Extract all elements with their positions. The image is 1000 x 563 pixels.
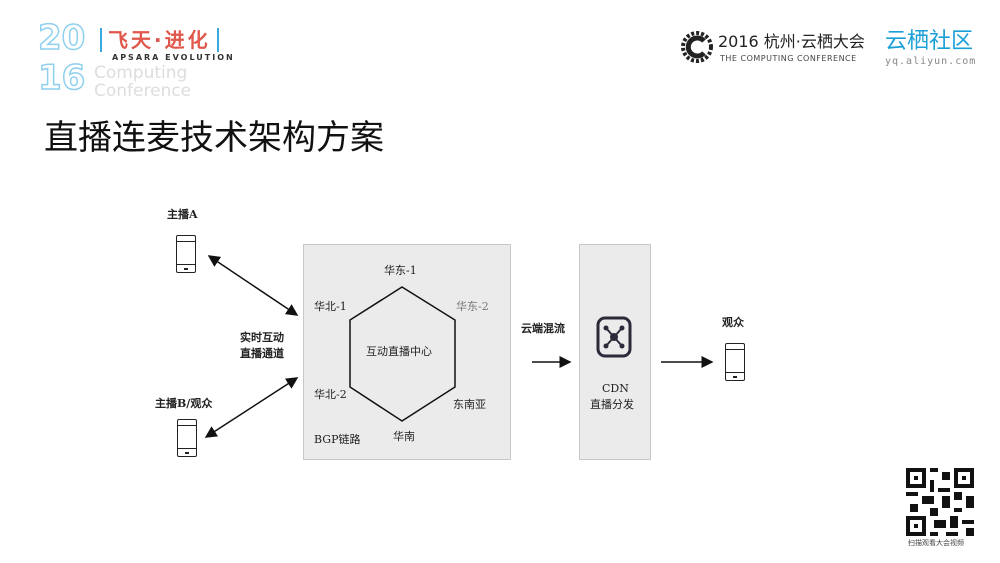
- slide-title: 直播连麦技术架构方案: [44, 118, 384, 158]
- cdn-label-2: 直播分发: [590, 398, 634, 411]
- logo-faded-1: Computing: [94, 63, 188, 83]
- logo-year-top: 20: [37, 18, 86, 58]
- node-south: 华南: [393, 430, 415, 443]
- cdn-label-1: CDN: [602, 382, 629, 395]
- bgp-label: BGP链路: [314, 433, 361, 446]
- logo-year-bottom: 16: [37, 58, 86, 98]
- node-north2: 华北-2: [314, 388, 347, 401]
- anchor-b-arrow: [204, 377, 299, 438]
- node-north1: 华北-1: [314, 300, 347, 313]
- anchor-a-phone-icon: [176, 235, 196, 273]
- apsara-logo: 20 16 飞天·进化 APSARA EVOLUTION Computing C…: [37, 18, 278, 105]
- logo-subtitle: APSARA EVOLUTION: [112, 53, 235, 62]
- logo-faded-2: Conference: [94, 81, 192, 101]
- conference-subtitle: THE COMPUTING CONFERENCE: [720, 54, 857, 63]
- logo-title-cn: 飞天·进化: [100, 28, 219, 52]
- node-sea: 东南亚: [453, 398, 486, 411]
- cdn-box: [579, 244, 651, 460]
- cdn-icon: [596, 316, 632, 358]
- channel-label-2: 直播通道: [240, 347, 284, 360]
- audience-phone-icon: [725, 343, 745, 381]
- center-label: 互动直播中心: [366, 345, 432, 358]
- conference-emblem-icon: [681, 31, 713, 63]
- anchor-b-phone-icon: [177, 419, 197, 457]
- conference-logo: 2016 杭州·云栖大会 THE COMPUTING CONFERENCE 云栖…: [680, 30, 990, 70]
- region-hexagon: [349, 286, 456, 422]
- anchor-a-arrow: [207, 255, 299, 316]
- qr-code-icon[interactable]: [906, 468, 974, 536]
- community-url: yq.aliyun.com: [885, 56, 977, 67]
- anchor-a-label: 主播A: [167, 208, 198, 221]
- qr-caption: 扫描观看大会视频: [908, 539, 964, 547]
- interactive-center-box: [303, 244, 511, 460]
- node-east1: 华东-1: [384, 264, 417, 277]
- audience-label: 观众: [722, 316, 744, 329]
- community-name: 云栖社区: [885, 29, 974, 54]
- conference-title: 2016 杭州·云栖大会: [718, 32, 865, 51]
- mix-label: 云端混流: [521, 322, 565, 335]
- node-east2: 华东-2: [456, 300, 489, 313]
- channel-label-1: 实时互动: [240, 331, 284, 344]
- anchor-b-label: 主播B/观众: [155, 397, 213, 410]
